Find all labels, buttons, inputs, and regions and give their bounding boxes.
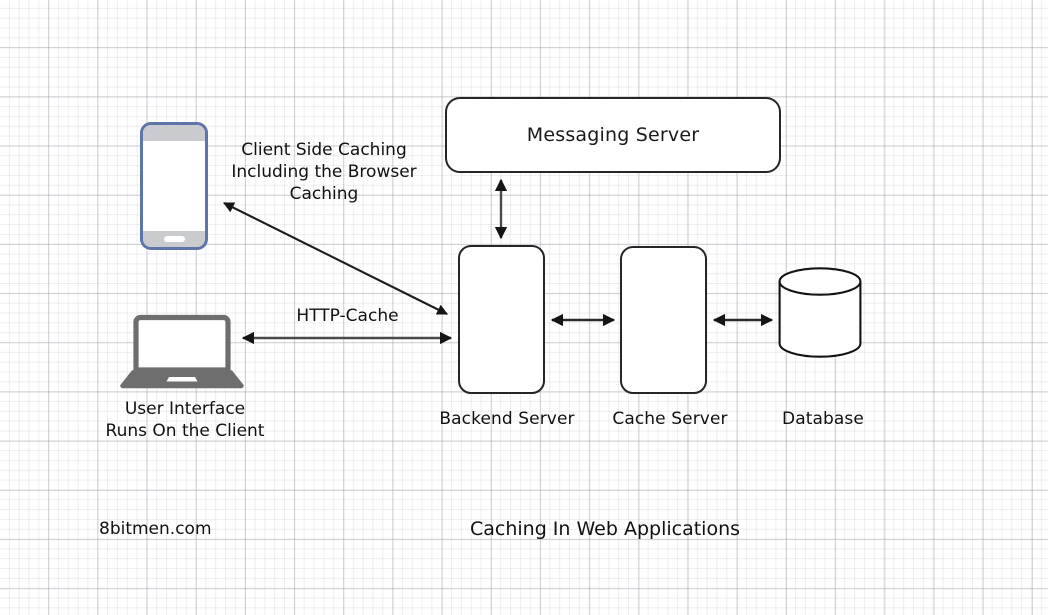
messaging-server-label: Messaging Server: [526, 124, 700, 146]
node-phone[interactable]: [140, 122, 208, 250]
phone-screen: [143, 141, 205, 231]
node-cache-server[interactable]: [620, 246, 707, 394]
edge-backend-phone: [223, 202, 448, 315]
node-backend-server[interactable]: [458, 245, 545, 394]
client-side-caching-line-3: Caching: [289, 184, 359, 204]
phone-home-button[interactable]: [163, 236, 185, 242]
annotation-http-cache: HTTP-Cache: [296, 306, 399, 326]
phone-top-bezel: [143, 125, 205, 141]
laptop-screen: [133, 314, 231, 373]
node-laptop[interactable]: [119, 313, 245, 391]
database-label: Database: [782, 409, 864, 429]
client-caption-line-1: User Interface: [124, 399, 246, 419]
node-database[interactable]: [778, 267, 862, 358]
client-caption-line-2: Runs On the Client: [105, 421, 265, 441]
backend-server-label: Backend Server: [439, 409, 575, 429]
client-side-caching-line-2: Including the Browser: [231, 162, 417, 182]
database-top-ellipse: [778, 267, 862, 296]
cache-server-label: Cache Server: [612, 409, 728, 429]
watermark: 8bitmen.com: [99, 519, 212, 539]
node-messaging-server[interactable]: Messaging Server: [445, 97, 781, 173]
laptop-touchpad: [166, 377, 198, 382]
annotation-client-side-caching: Client Side Caching Including the Browse…: [222, 139, 426, 205]
diagram-title: Caching In Web Applications: [469, 518, 741, 540]
phone-bottom-bezel: [143, 231, 205, 247]
client-side-caching-line-1: Client Side Caching: [241, 140, 407, 160]
client-caption: User Interface Runs On the Client: [85, 398, 285, 442]
